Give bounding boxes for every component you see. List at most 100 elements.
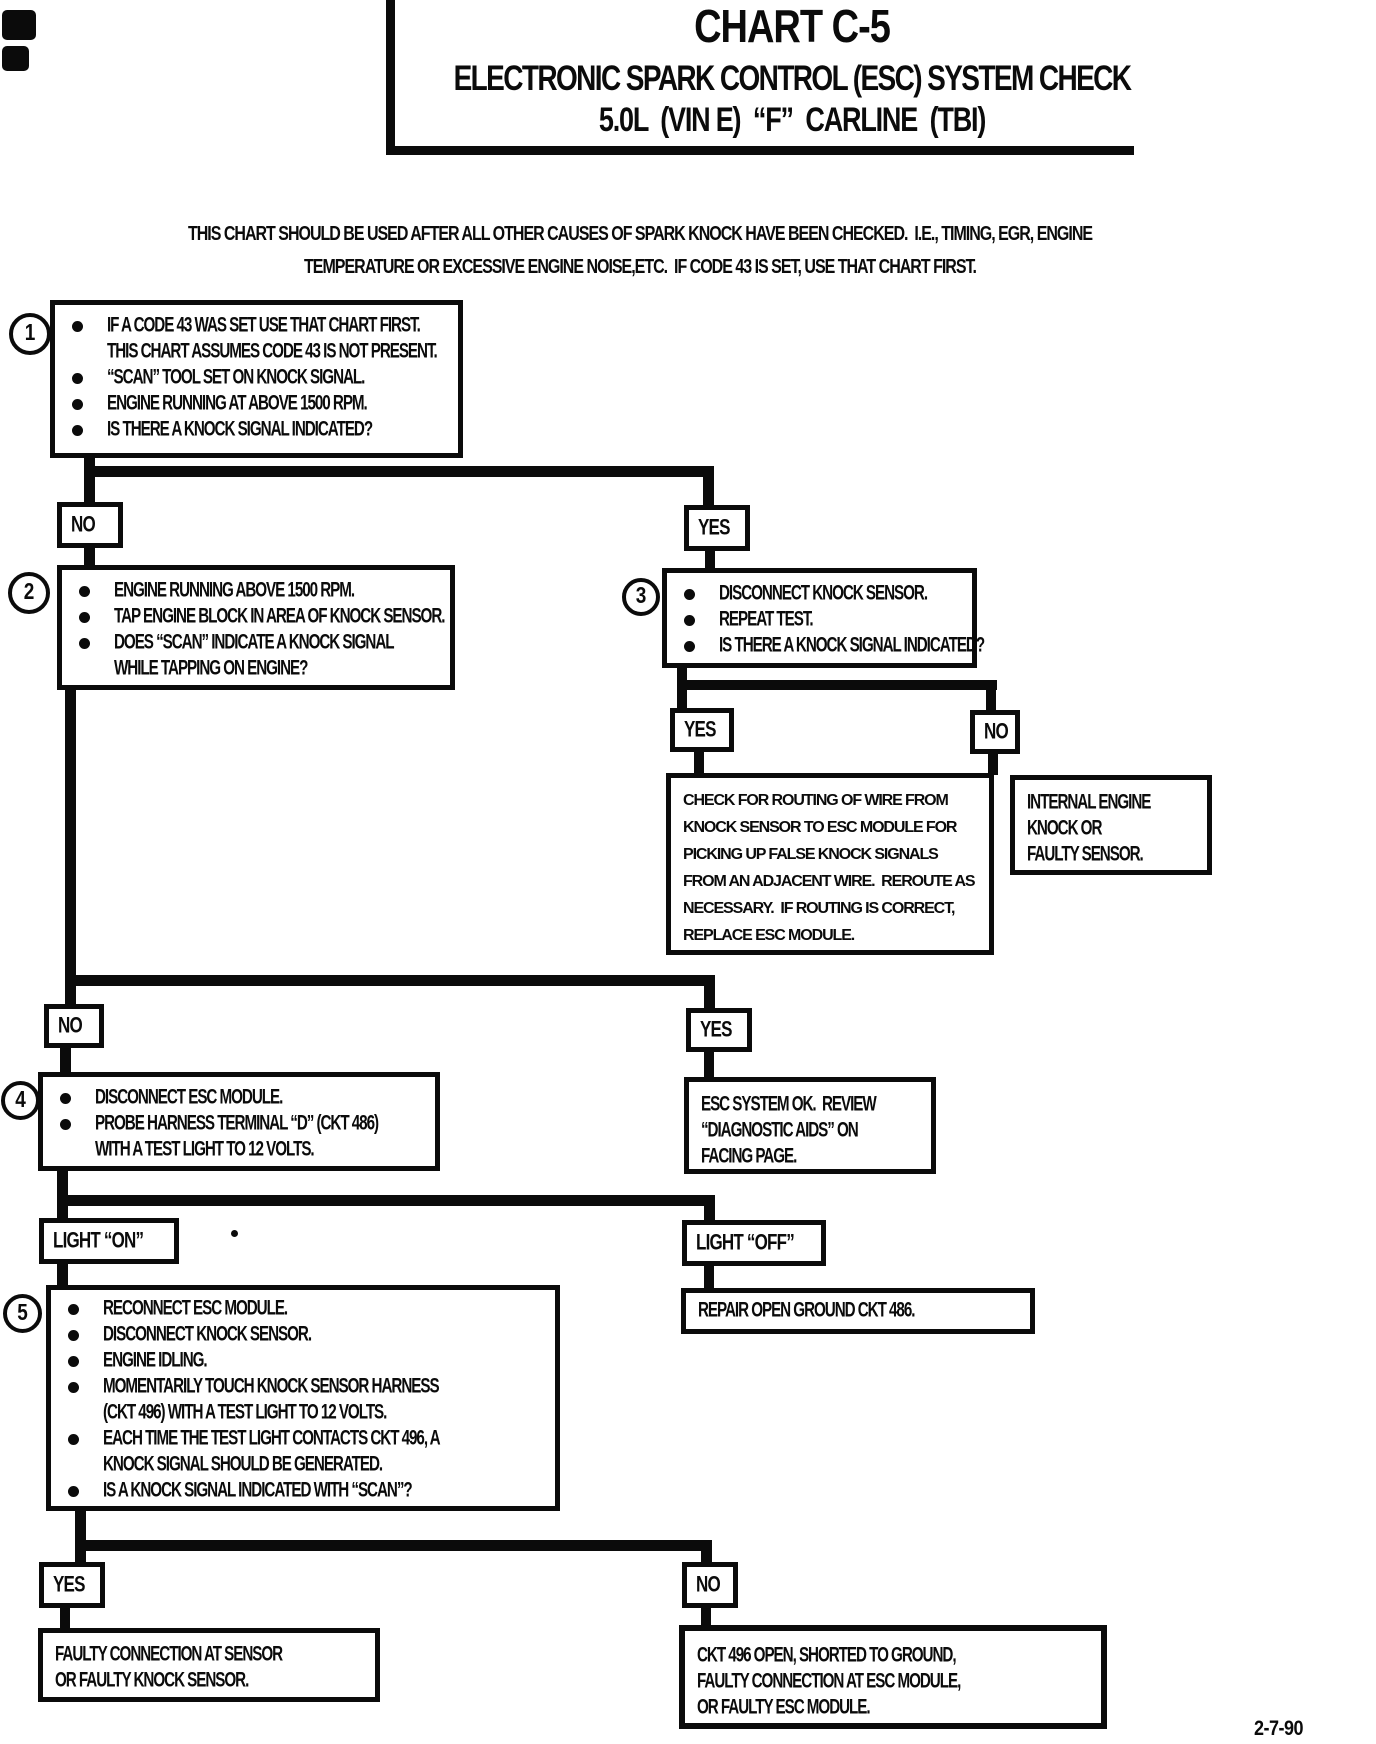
intro-line1: THIS CHART SHOULD BE USED AFTER ALL OTHE… [187,223,1093,246]
step1-number: 1 [24,320,36,346]
intro-note: THIS CHART SHOULD BE USED AFTER ALL OTHE… [40,223,1240,294]
internal-knock-text: KNOCK OR [1027,817,1102,840]
bullet-icon [55,1119,95,1130]
result-box-esc-ok: ESC SYSTEM OK. REVIEW “DIAGNOSTIC AIDS” … [684,1077,936,1174]
esc-ok-text: “DIAGNOSTIC AIDS” ON [701,1119,859,1142]
step1-text: ENGINE RUNNING AT ABOVE 1500 RPM. [107,392,368,415]
connector-line [57,1195,715,1206]
ckt496-text: OR FAULTY ESC MODULE. [697,1696,871,1719]
branch-label-yes-3: YES [670,708,734,752]
step5-text: IS A KNOCK SIGNAL INDICATED WITH “SCAN”? [103,1479,413,1502]
bullet-icon [63,1356,103,1367]
step4-box: DISCONNECT ESC MODULE. PROBE HARNESS TER… [38,1072,440,1171]
step5-circle: 5 [3,1294,42,1333]
connector-line [986,690,996,712]
branch-label-yes-2: YES [686,1008,752,1052]
routing-text: PICKING UP FALSE KNOCK SIGNALS [683,846,939,863]
repair-ground-text: REPAIR OPEN GROUND CKT 486. [698,1299,915,1322]
step5-text: RECONNECT ESC MODULE. [103,1297,288,1320]
result-box-internal-knock: INTERNAL ENGINE KNOCK OR FAULTY SENSOR. [1010,775,1212,875]
branch-label-no-3: NO [970,710,1020,754]
step3-text: DISCONNECT KNOCK SENSOR. [719,582,928,605]
internal-knock-text: INTERNAL ENGINE [1027,791,1151,814]
step5-text: EACH TIME THE TEST LIGHT CONTACTS CKT 49… [103,1427,441,1450]
title-box-left-border [386,0,395,153]
bullet-icon [74,638,114,649]
connector-line [704,1266,714,1288]
connector-line [704,1052,714,1077]
ckt496-text: CKT 496 OPEN, SHORTED TO GROUND, [697,1644,957,1667]
step3-circle: 3 [622,578,660,616]
step2-text: TAP ENGINE BLOCK IN AREA OF KNOCK SENSOR… [114,605,445,628]
step2-box: ENGINE RUNNING ABOVE 1500 RPM. TAP ENGIN… [57,565,455,690]
bullet-icon [63,1486,103,1497]
bullet-icon [679,641,719,652]
connector-line [57,1171,68,1197]
step1-circle: 1 [9,313,51,355]
connector-line [75,1511,86,1543]
chart-title: CHART C-5 ELECTRONIC SPARK CONTROL (ESC)… [398,2,1186,146]
bullet-icon [74,612,114,623]
connector-line [705,551,715,569]
connector-line [75,1551,86,1563]
faulty-sensor-text: FAULTY CONNECTION AT SENSOR [55,1643,283,1666]
chart-title-line3: 5.0L (VIN E) “F” CARLINE (TBI) [598,100,986,139]
bullet-icon [74,586,114,597]
connector-line [677,666,687,682]
bullet-icon [67,399,107,410]
step3-number: 3 [635,583,647,609]
step1-text: THIS CHART ASSUMES CODE 43 IS NOT PRESEN… [107,340,438,363]
connector-line [704,986,715,1008]
connector-line [677,690,687,708]
result-box-repair-ground: REPAIR OPEN GROUND CKT 486. [681,1288,1035,1334]
connector-line [84,477,95,504]
internal-knock-text: FAULTY SENSOR. [1027,843,1144,866]
bullet-icon [63,1382,103,1393]
bullet-icon [67,373,107,384]
connector-line [703,477,714,507]
step5-box: RECONNECT ESC MODULE. DISCONNECT KNOCK S… [46,1285,560,1511]
step2-circle: 2 [8,572,50,614]
branch-label-light-on: LIGHT “ON” [39,1218,179,1264]
step2-text: ENGINE RUNNING ABOVE 1500 RPM. [114,579,355,602]
step5-text: ENGINE IDLING. [103,1349,208,1372]
step5-text: DISCONNECT KNOCK SENSOR. [103,1323,312,1346]
connector-line [65,975,715,986]
step5-text: KNOCK SIGNAL SHOULD BE GENERATED. [103,1453,383,1476]
branch-label-yes-1: YES [684,505,750,551]
connector-line [677,680,997,690]
branch-label-no-5: NO [682,1562,738,1608]
connector-line [704,1206,715,1222]
connector-line [57,1264,68,1285]
branch-label-yes-5: YES [39,1562,105,1608]
bullet-icon [63,1304,103,1315]
step4-text: PROBE HARNESS TERMINAL “D” (CKT 486) [95,1112,379,1135]
result-box-ckt496: CKT 496 OPEN, SHORTED TO GROUND, FAULTY … [679,1625,1107,1729]
step4-text: WITH A TEST LIGHT TO 12 VOLTS. [95,1138,315,1161]
connector-line [988,754,998,775]
chart-title-line2: ELECTRONIC SPARK CONTROL (ESC) SYSTEM CH… [453,58,1132,98]
step3-text: IS THERE A KNOCK SIGNAL INDICATED? [719,634,985,657]
step5-text: (CKT 496) WITH A TEST LIGHT TO 12 VOLTS. [103,1401,387,1424]
bullet-icon [63,1330,103,1341]
branch-label-no-1: NO [57,502,123,548]
revision-date: 2-7-90 [1254,1715,1304,1740]
routing-text: KNOCK SENSOR TO ESC MODULE FOR [683,819,958,836]
result-box-routing: CHECK FOR ROUTING OF WIRE FROM KNOCK SEN… [666,773,994,955]
step2-text: WHILE TAPPING ON ENGINE? [114,657,308,680]
connector-line [60,1608,70,1628]
title-box-bottom-border [386,146,1134,155]
step2-number: 2 [23,579,35,605]
connector-line [75,1540,712,1551]
routing-text: REPLACE ESC MODULE. [683,927,855,944]
step2-text: DOES “SCAN” INDICATE A KNOCK SIGNAL [114,631,395,654]
routing-text: CHECK FOR ROUTING OF WIRE FROM [683,792,949,809]
connector-line [57,1206,68,1220]
bullet-icon [679,589,719,600]
step4-number: 4 [15,1087,26,1113]
connector-line [84,456,95,468]
step4-circle: 4 [1,1081,40,1120]
branch-label-no-2: NO [44,1004,104,1048]
connector-line [65,986,76,1004]
esc-ok-text: ESC SYSTEM OK. REVIEW [701,1093,877,1116]
